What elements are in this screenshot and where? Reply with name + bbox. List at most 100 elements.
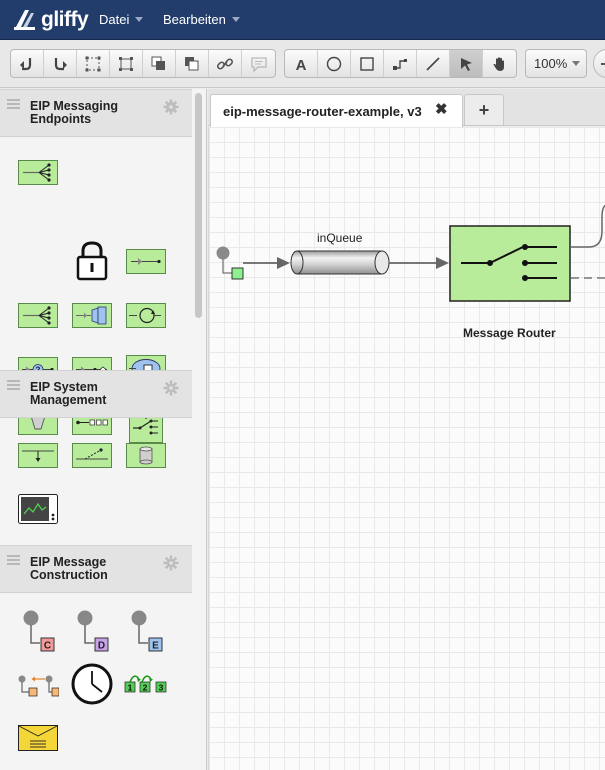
logo-text: gliffy [41, 8, 89, 31]
comment-icon [250, 56, 267, 73]
close-icon[interactable]: ✖ [435, 101, 448, 118]
menu-bearbeiten[interactable]: Bearbeiten [163, 12, 240, 27]
bring-front-button[interactable] [143, 50, 176, 77]
section-header-message-construction[interactable]: EIP Message Construction [0, 545, 192, 593]
messaging-gateway-shape[interactable] [72, 303, 112, 328]
document-message-shape[interactable]: D [76, 610, 112, 652]
edit-tool-group [10, 49, 276, 78]
menu-datei-label: Datei [99, 12, 130, 27]
chevron-down-icon [135, 17, 144, 22]
menu-datei[interactable]: Datei [99, 12, 144, 27]
splitter-shape[interactable] [18, 303, 58, 328]
gear-icon[interactable] [163, 555, 179, 571]
redo-button[interactable] [44, 50, 77, 77]
recipient-list-shape[interactable] [18, 160, 58, 185]
drag-handle-icon[interactable] [7, 555, 20, 565]
drag-handle-icon[interactable] [7, 380, 20, 390]
message-router-node[interactable] [449, 225, 571, 302]
document-tab[interactable]: eip-message-router-example, v3 ✖ [210, 94, 463, 127]
secure-channel-shape[interactable] [75, 240, 109, 281]
message-store-shape[interactable] [126, 443, 166, 468]
gliffy-logo[interactable]: gliffy [12, 6, 89, 34]
document-tab-title: eip-message-router-example, v3 [223, 104, 422, 119]
splitter-icon [23, 306, 51, 325]
sequence-icon [76, 419, 108, 426]
gear-icon[interactable] [163, 99, 179, 115]
detour-icon [76, 448, 108, 460]
monitor-icon [18, 494, 58, 524]
request-reply-shape[interactable] [17, 672, 59, 698]
group-button[interactable] [77, 50, 110, 77]
hand-tool-button[interactable] [483, 50, 516, 77]
database-icon [139, 446, 153, 465]
in-queue-channel[interactable] [290, 250, 390, 275]
send-back-icon [185, 56, 199, 70]
zoom-select[interactable]: 100% [525, 49, 587, 78]
line-tool-button[interactable] [417, 50, 450, 77]
section-header-system-management[interactable]: EIP System Management [0, 370, 192, 418]
document-tab-strip: eip-message-router-example, v3 ✖ + [208, 89, 605, 127]
rectangle-tool-button[interactable] [351, 50, 384, 77]
message-sequence-shape[interactable]: 1 2 3 [124, 672, 168, 694]
envelope-icon [18, 725, 58, 751]
letter-c: C [44, 641, 51, 652]
toolbar: A [0, 40, 605, 88]
ellipse-tool-button[interactable] [318, 50, 351, 77]
event-message-shape[interactable]: E [130, 610, 166, 652]
top-menu-bar: gliffy Datei Bearbeiten [0, 0, 605, 40]
connector-source-to-queue[interactable] [243, 257, 290, 269]
pointer-tool-button[interactable] [450, 50, 483, 77]
wire-tap-icon [22, 450, 54, 462]
connector-tool-button[interactable] [384, 50, 417, 77]
in-queue-label: inQueue [317, 231, 363, 245]
source-endpoint[interactable] [216, 246, 244, 280]
link-icon [216, 57, 234, 70]
connector-icon [393, 58, 407, 70]
connector-router-out-top[interactable] [571, 204, 605, 248]
text-icon: A [296, 57, 307, 73]
message-expiration-shape[interactable] [71, 663, 113, 705]
gear-icon[interactable] [163, 380, 179, 396]
section-header-messaging-endpoints[interactable]: EIP Messaging Endpoints [0, 89, 192, 137]
section-title: EIP Message Construction [30, 555, 108, 582]
plus-icon [601, 63, 605, 65]
bring-front-icon [151, 56, 165, 70]
send-back-button[interactable] [176, 50, 209, 77]
pointer-icon [461, 57, 472, 71]
ungroup-button[interactable] [110, 50, 143, 77]
drag-handle-icon[interactable] [7, 99, 20, 109]
command-message-shape[interactable]: C [22, 610, 58, 652]
sidebar-scrollbar[interactable] [195, 93, 202, 318]
polling-consumer-shape[interactable] [126, 303, 166, 328]
event-message-icon: E [131, 610, 163, 652]
add-tab-button[interactable]: + [464, 94, 504, 125]
envelope-message-shape[interactable] [18, 725, 58, 751]
shape-library-sidebar: EIP Messaging Endpoints [0, 89, 207, 770]
message-router-label: Message Router [463, 326, 556, 340]
request-reply-icon [18, 675, 59, 697]
link-button[interactable] [209, 50, 242, 77]
endpoint-arrow-icon [131, 258, 161, 265]
gliffy-logo-icon [14, 10, 35, 30]
sequence-numbers-icon: 1 2 3 [124, 675, 167, 693]
hand-icon [493, 56, 504, 71]
detour-shape[interactable] [72, 443, 112, 468]
command-message-icon: C [23, 610, 55, 652]
message-endpoint-shape[interactable] [126, 249, 166, 274]
zoom-in-button[interactable] [593, 49, 605, 78]
control-bus-shape[interactable] [18, 494, 58, 524]
connector-queue-to-router[interactable] [389, 257, 449, 269]
undo-button[interactable] [11, 50, 44, 77]
svg-text:A: A [296, 57, 307, 73]
chevron-down-icon [231, 17, 240, 22]
sequence-number-3: 3 [159, 683, 164, 693]
wire-tap-shape[interactable] [18, 443, 58, 468]
undo-icon [20, 57, 32, 70]
redo-icon [54, 57, 67, 70]
section-title: EIP System Management [30, 380, 107, 407]
line-icon [426, 56, 440, 71]
text-tool-button[interactable]: A [285, 50, 318, 77]
comment-button[interactable] [242, 50, 275, 77]
group-icon [85, 56, 101, 71]
diagram-canvas[interactable]: inQueue Message Router [208, 127, 605, 770]
